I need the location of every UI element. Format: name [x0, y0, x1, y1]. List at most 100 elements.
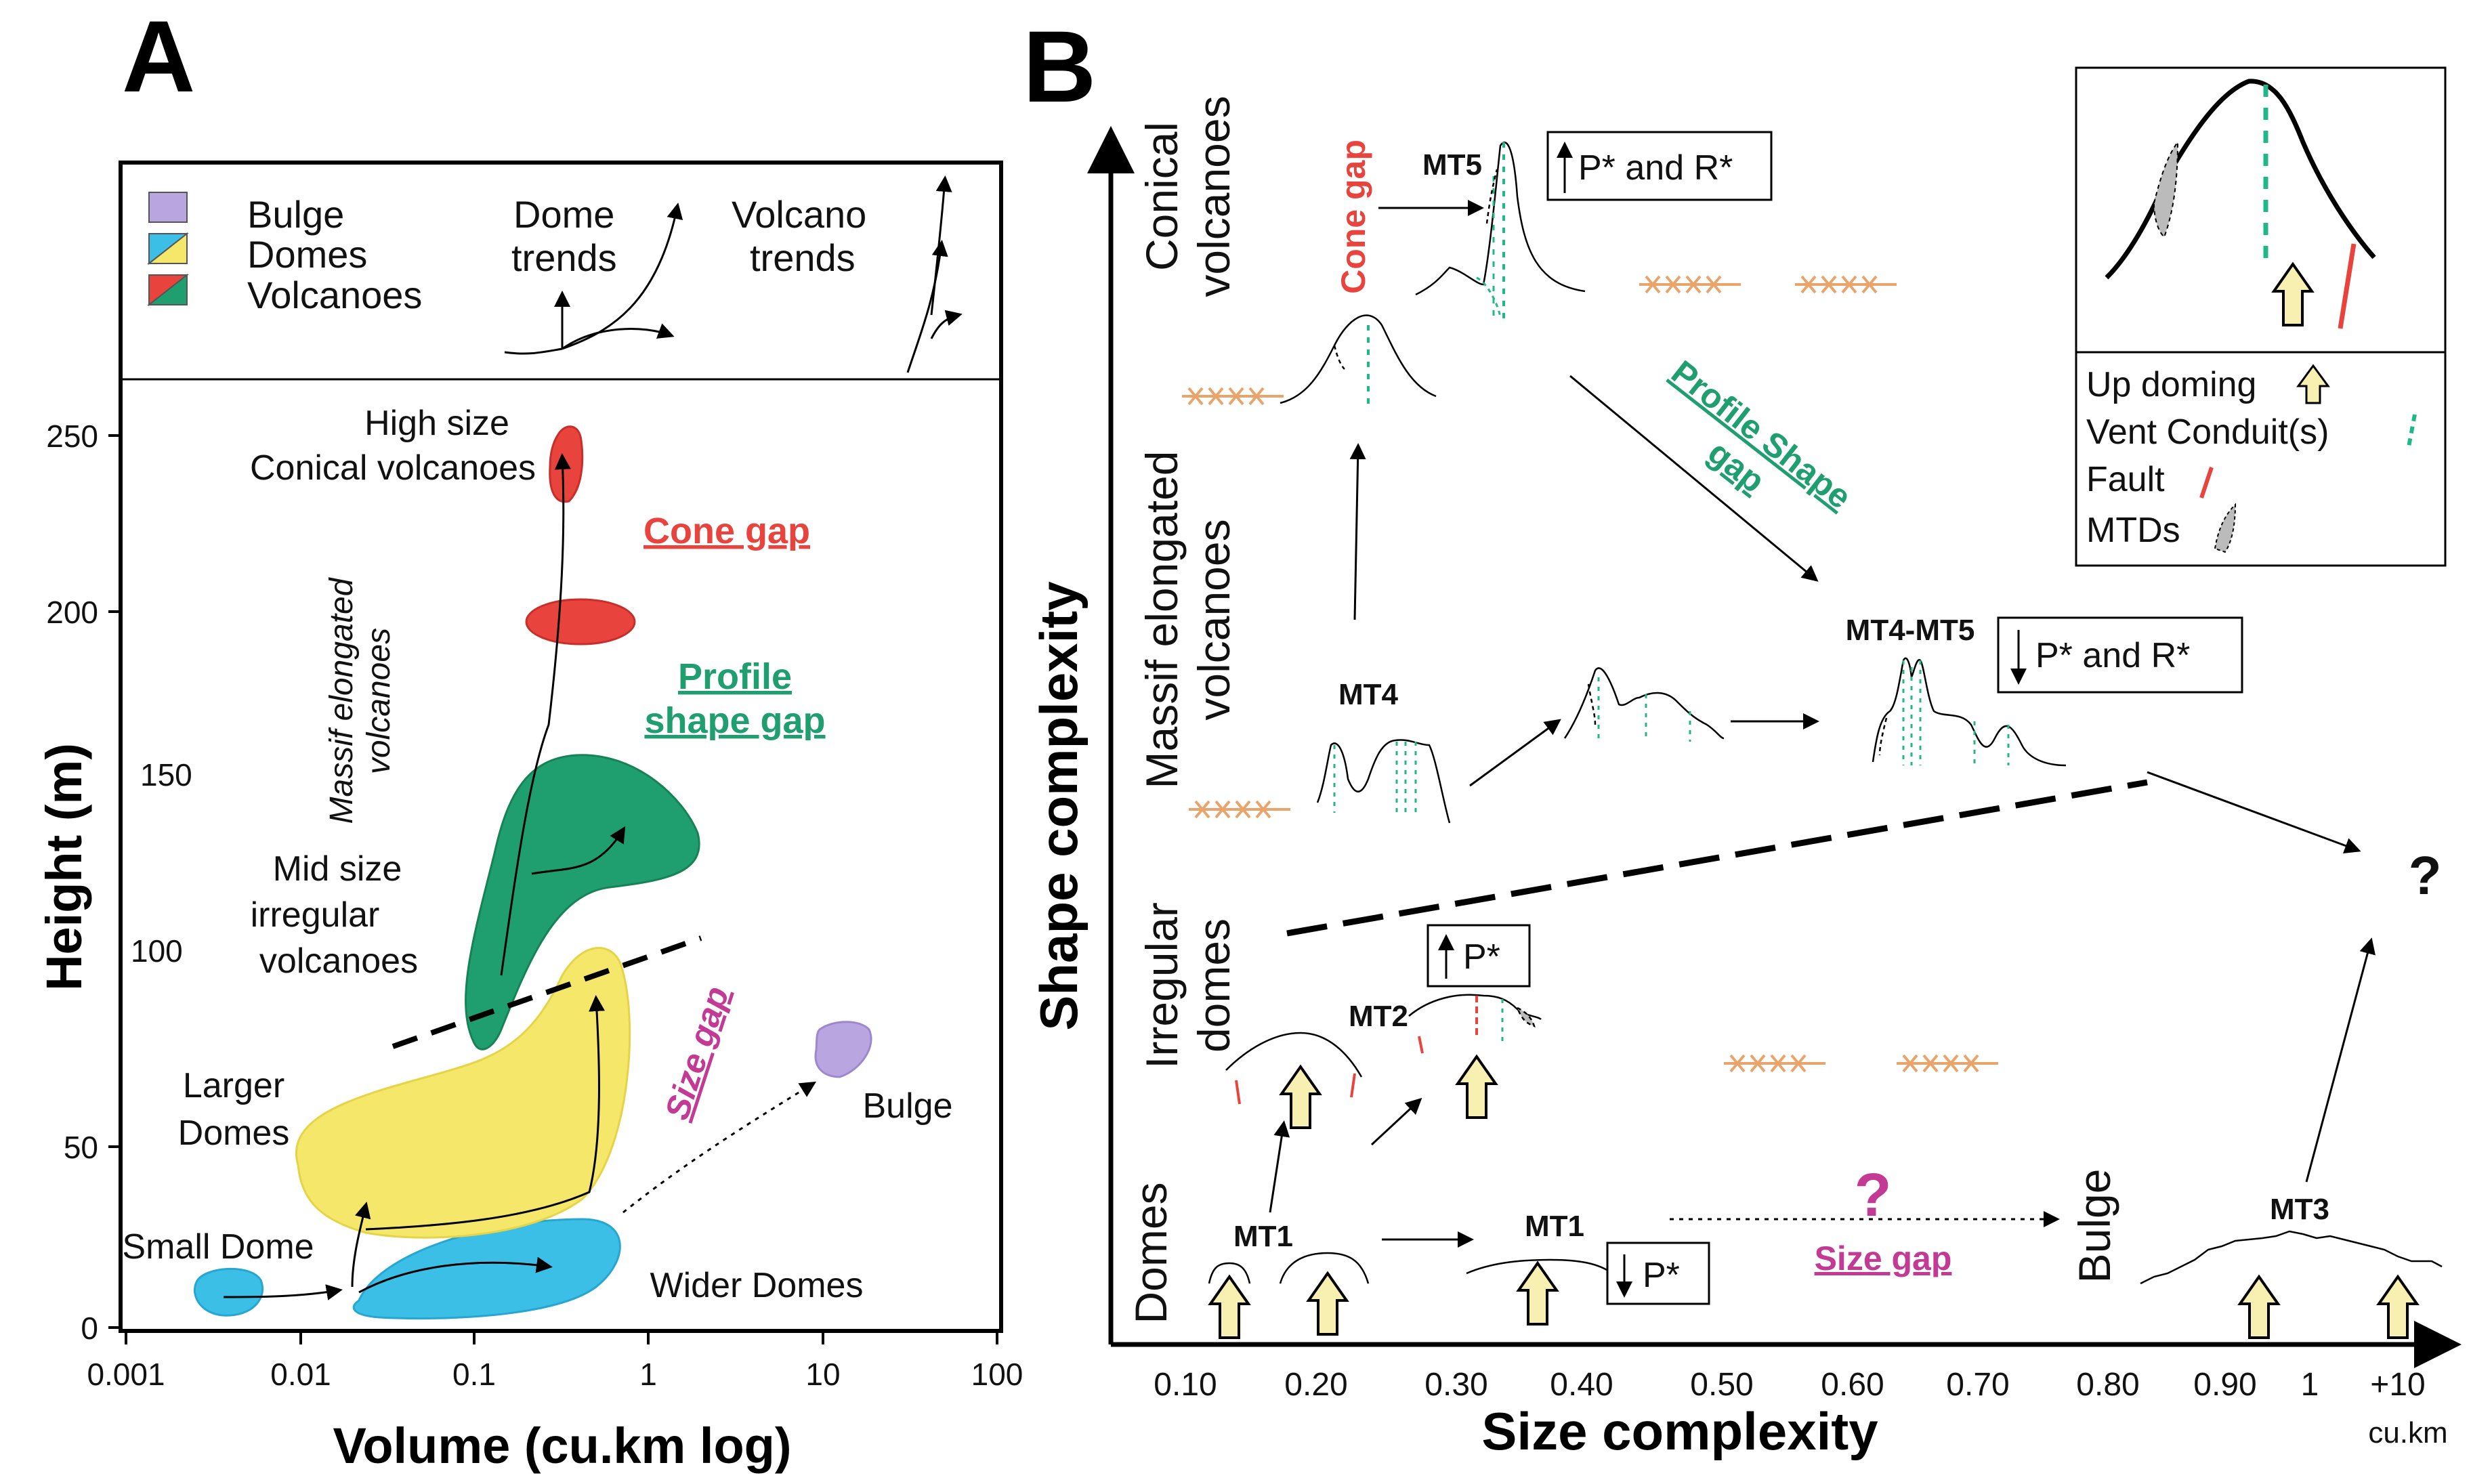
y-tick-200: 200 — [46, 595, 98, 630]
x-tick-b-1: 1 — [2301, 1367, 2319, 1403]
x-axis-a — [125, 1331, 998, 1344]
y-axis-label-a: Height (m) — [36, 743, 92, 991]
label-bulge-a: Bulge — [863, 1086, 953, 1126]
x-tick-0.001: 0.001 — [87, 1357, 165, 1392]
blob-cone-low — [525, 598, 636, 645]
mt4-label: MT4 — [1338, 678, 1399, 711]
x-tick-0.01: 0.01 — [270, 1357, 331, 1392]
y-tick-150: 150 — [140, 757, 192, 792]
x-tick-b-0.70: 0.70 — [1946, 1367, 2009, 1403]
panel-b-letter: B — [1023, 9, 1096, 123]
svg-text:domes: domes — [1189, 918, 1239, 1053]
inset-legend-arrow — [2296, 364, 2330, 404]
cone-gap-b: Cone gap — [1334, 140, 1372, 294]
y-tick-100: 100 — [131, 933, 183, 969]
label-mid-size-1: Mid size — [273, 849, 402, 889]
label-high-size-1: High size — [364, 404, 509, 443]
svg-text:volcanoes: volcanoes — [1189, 519, 1239, 720]
inset-label-fault: Fault — [2086, 460, 2165, 499]
arrow-mt1-up-left — [1269, 1120, 1290, 1213]
y-axis-a — [108, 434, 121, 1329]
mt1a-label: MT1 — [1233, 1220, 1293, 1253]
dome-trends-label-2: trends — [511, 236, 617, 279]
label-larger-domes-2: Domes — [178, 1114, 290, 1153]
label-wider-domes: Wider Domes — [650, 1266, 864, 1305]
y-axis-label-b: Shape complexity — [1029, 581, 1089, 1030]
row-label-domes: Domes — [1126, 1182, 1176, 1323]
mt5-label: MT5 — [1422, 148, 1482, 182]
box-down-p: P* — [1606, 1242, 1710, 1305]
mt45-profile — [1872, 657, 2067, 767]
dome-trends-label-1: Dome — [513, 193, 614, 236]
mt1-profiles — [1208, 1252, 1613, 1284]
legend-swatch-volcano-green — [147, 273, 188, 305]
svg-text:Domes: Domes — [1126, 1182, 1176, 1323]
legend-label-volcanoes: Volcanoes — [247, 274, 422, 316]
box-up-p: P* — [1427, 924, 1531, 988]
x-tick-b-0.40: 0.40 — [1550, 1367, 1613, 1403]
cross-massif-row — [1181, 387, 1285, 406]
box-down-pr-text: P* and R* — [2035, 636, 2190, 675]
arrow-mt1-up-right — [1370, 1097, 1422, 1146]
mt1b-label: MT1 — [1525, 1210, 1584, 1243]
arrow-mt4-up — [1349, 443, 1366, 620]
panel-b: B Shape complexity Size complexity 0.10 … — [1023, 9, 2462, 1461]
size-gap-b: Size gap — [1815, 1239, 1952, 1277]
x-tick-10: 10 — [805, 1357, 840, 1392]
arrow-mt4-right — [1469, 719, 1561, 787]
up-arrow-mt2b — [1456, 1055, 1497, 1119]
inset-mtd — [2153, 140, 2179, 238]
mt4-profile — [1316, 739, 1451, 824]
svg-text:volcanoes: volcanoes — [361, 628, 397, 774]
up-arrow-mt1a — [1209, 1275, 1250, 1339]
cross-conical-2 — [1794, 275, 1898, 294]
question-mark: ? — [2409, 845, 2442, 906]
label-profile-gap-a-1: Profile — [678, 656, 792, 697]
svg-text:Irregular: Irregular — [1137, 902, 1187, 1069]
x-tick-b-0.10: 0.10 — [1154, 1367, 1217, 1403]
box-down-p-text: P* — [1643, 1256, 1680, 1295]
svg-text:Massif elongated: Massif elongated — [1137, 451, 1187, 789]
x-tick-b-0.20: 0.20 — [1284, 1367, 1347, 1403]
svg-text:Massif elongated: Massif elongated — [324, 577, 360, 824]
box-up-p-text: P* — [1463, 937, 1500, 977]
trend-arrows-a — [223, 453, 817, 1300]
cross-irregular-2 — [1895, 1054, 2000, 1073]
x-tick-0.1: 0.1 — [452, 1357, 496, 1392]
svg-text:Conical: Conical — [1137, 122, 1187, 271]
inset-legend: Up doming Vent Conduit(s) Fault MTDs — [2075, 66, 2447, 567]
panel-a-frame — [119, 161, 1003, 1333]
blob-cone-high — [549, 425, 584, 503]
svg-text:Profile Shape: Profile Shape — [1664, 353, 1858, 516]
size-gap-question: ? — [1855, 1162, 1892, 1229]
massif-mid-profile — [1563, 667, 1725, 742]
y-tick-250: 250 — [46, 419, 98, 454]
cross-massif-low — [1187, 800, 1292, 819]
dome-trends-arrows — [504, 203, 683, 355]
dashed-divider-b — [1286, 779, 2148, 937]
mt3-label: MT3 — [2270, 1193, 2329, 1226]
label-mid-size-3: volcanoes — [259, 941, 418, 981]
y-tick-0: 0 — [81, 1311, 98, 1346]
blob-bulge — [814, 1021, 872, 1078]
legend-label-domes: Domes — [247, 233, 367, 276]
label-cone-gap-a: Cone gap — [643, 511, 810, 551]
arrow-mt3-up — [2305, 937, 2375, 1183]
label-small-dome: Small Dome — [122, 1227, 314, 1267]
arrow-profile-gap — [1569, 375, 1819, 582]
up-arrow-mt3a — [2239, 1275, 2279, 1339]
panel-a: A Bulge Domes Volcanoes Dome trends Volc… — [36, 0, 1023, 1474]
up-arrow-mt2a — [1280, 1065, 1321, 1129]
cross-conical-1 — [1638, 275, 1742, 294]
label-profile-gap-a-2: shape gap — [644, 700, 825, 741]
inset-label-vent: Vent Conduit(s) — [2086, 412, 2329, 452]
cross-irregular-1 — [1723, 1054, 1827, 1073]
legend-swatch-domes-yellow — [147, 232, 188, 264]
panel-a-letter: A — [122, 0, 195, 113]
mt2-profiles — [1225, 994, 1542, 1105]
label-high-size-2: Conical volcanoes — [250, 448, 536, 488]
y-tick-50: 50 — [64, 1130, 98, 1165]
inset-frame — [2075, 66, 2447, 567]
dashed-divider-a — [392, 935, 702, 1049]
inset-legend-fault — [2199, 467, 2214, 499]
